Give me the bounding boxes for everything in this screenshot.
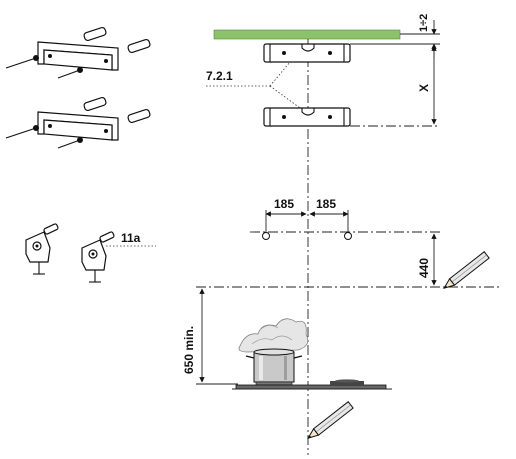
pencil-lower xyxy=(307,401,354,439)
pencil-icon xyxy=(307,251,490,439)
drill-hole-left xyxy=(262,232,270,240)
hole-drop-dimension: 440 xyxy=(417,233,437,286)
min-height-label: 650 min. xyxy=(182,326,196,374)
clamp-icon: 11a xyxy=(25,223,156,283)
steam-icon xyxy=(238,318,309,353)
gap-label: 1÷2 xyxy=(418,14,430,32)
upper-bracket xyxy=(263,43,351,63)
height-dimension: X xyxy=(350,45,440,127)
hole-drop-label: 440 xyxy=(417,258,431,278)
pencil-upper xyxy=(443,251,490,289)
cooking-pot-icon xyxy=(245,348,303,386)
bracket-ref-label: 7.2.1 xyxy=(206,69,233,83)
clamp-right xyxy=(81,231,115,283)
clamp-ref-label: 11a xyxy=(121,231,141,245)
bracket-kit-top xyxy=(5,26,151,79)
min-height-dimension: 650 min. xyxy=(182,288,238,385)
bracket-kit-icon xyxy=(5,26,151,149)
half-spacing-right-label: 185 xyxy=(316,197,336,211)
bracket-ref-callout: 7.2.1 xyxy=(206,61,301,109)
height-var-label: X xyxy=(417,84,431,92)
lower-bracket xyxy=(263,107,351,127)
drill-hole-right xyxy=(344,232,352,240)
hole-spacing-dimension: 185 185 xyxy=(250,197,440,240)
clamp-left xyxy=(25,223,59,275)
half-spacing-left-label: 185 xyxy=(274,197,294,211)
bracket-kit-bottom xyxy=(5,96,151,149)
ceiling-board xyxy=(213,29,401,40)
hob-icon xyxy=(232,379,392,390)
